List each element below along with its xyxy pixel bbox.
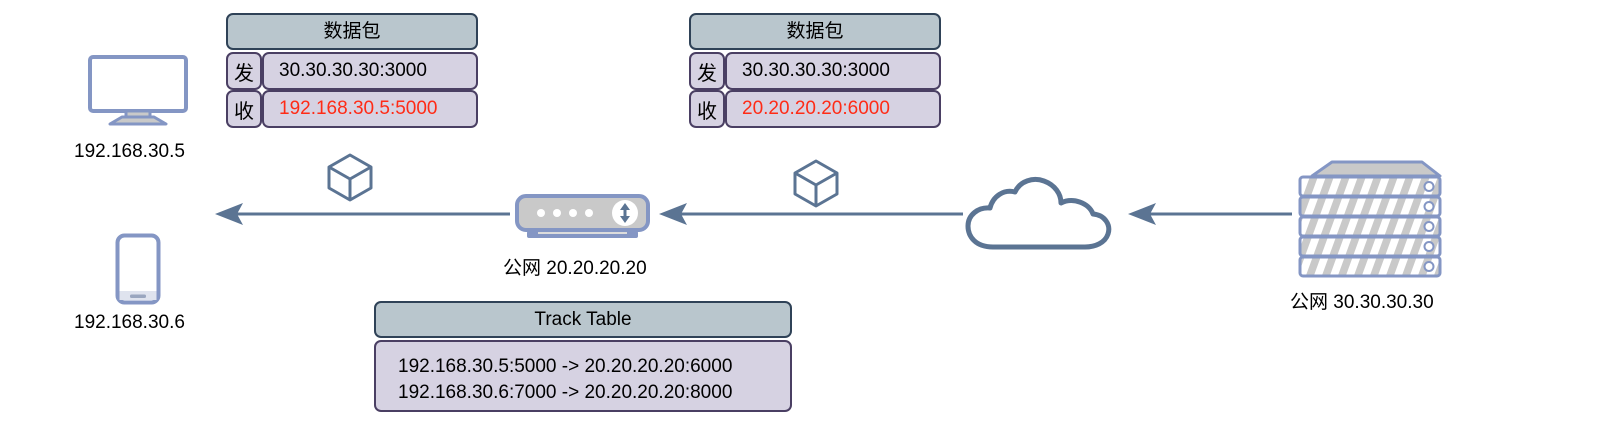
packet-card-2-header: 数据包 [689,13,941,50]
packet-card-1-row-1-label: 发 [226,52,262,90]
packet-cube-1 [325,152,375,207]
arrow-server-to-cloud [1128,203,1292,225]
packet-card-1-row-2-value: 192.168.30.5:5000 [262,90,478,128]
server-ip-label: 公网 30.30.30.30 [1290,292,1434,313]
cloud-icon [965,176,1112,250]
track-table-body: 192.168.30.5:5000 -> 20.20.20.20:6000 19… [374,340,792,412]
packet-card-2-row-1-label: 发 [689,52,725,90]
packet-card-2-row-2-label: 收 [689,90,725,128]
packet-card-2: 数据包 发 30.30.30.30:3000 收 20.20.20.20:600… [689,13,941,128]
packet-card-1-row-1-value: 30.30.30.30:3000 [262,52,478,90]
phone-node [115,233,161,310]
track-table: Track Table 192.168.30.5:5000 -> 20.20.2… [374,301,792,412]
desktop-monitor-icon [88,55,188,126]
packet-card-1: 数据包 发 30.30.30.30:3000 收 192.168.30.5:50… [226,13,478,128]
desktop-node [88,55,188,130]
package-cube-icon [327,153,373,202]
track-table-header: Track Table [374,301,792,338]
packet-cube-2 [791,158,841,213]
packet-card-1-row-2-label: 收 [226,90,262,128]
phone-ip-label: 192.168.30.6 [74,312,185,333]
router-icon [515,194,650,238]
server-node [1292,160,1442,283]
package-cube-icon [793,159,839,208]
cloud-node [963,175,1113,258]
mobile-phone-icon [115,233,161,305]
packet-card-2-row-2-value: 20.20.20.20:6000 [725,90,941,128]
packet-card-2-row-1-value: 30.30.30.30:3000 [725,52,941,90]
arrow-cloud-to-router [659,203,963,225]
desktop-ip-label: 192.168.30.5 [74,141,185,162]
router-node [515,193,650,250]
packet-card-1-header: 数据包 [226,13,478,50]
arrow-router-to-lan [215,203,510,225]
router-ip-label: 公网 20.20.20.20 [503,258,647,279]
server-rack-icon [1298,160,1442,278]
